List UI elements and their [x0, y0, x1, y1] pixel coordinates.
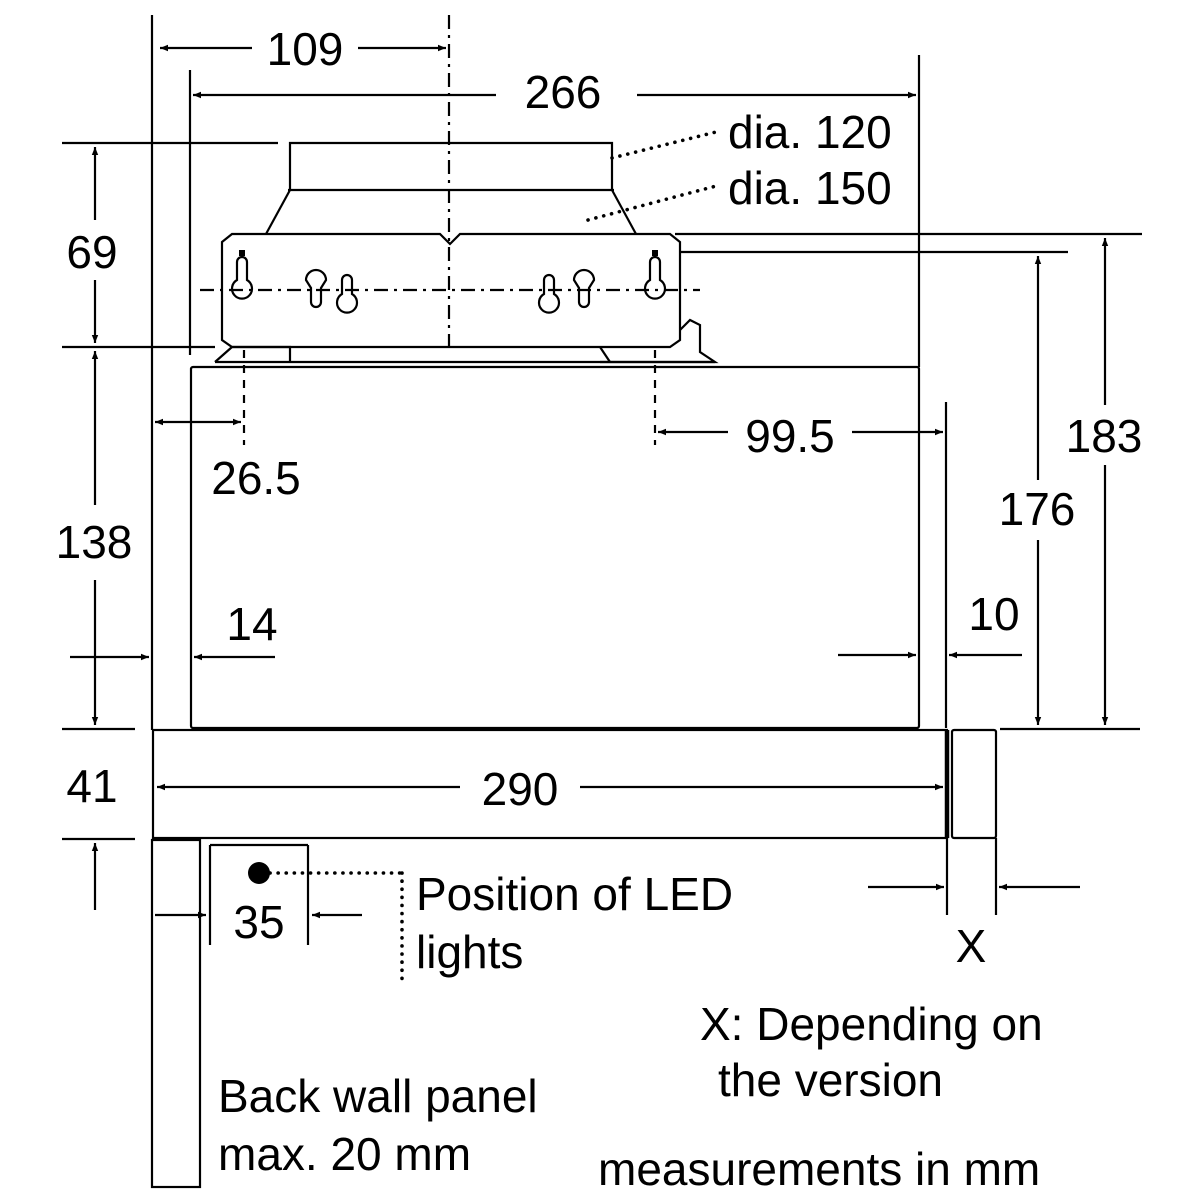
dim-41: 41 [66, 760, 117, 812]
label-x-note-line2: the version [718, 1054, 943, 1106]
dim-14: 14 [226, 598, 277, 650]
led-position-marker [248, 862, 270, 884]
extension-lines [62, 141, 1142, 945]
label-dia-120: dia. 120 [728, 106, 892, 158]
dim-x: X [956, 920, 987, 972]
dim-99-5: 99.5 [745, 410, 835, 462]
dim-26-5: 26.5 [211, 452, 301, 504]
label-led-line2: lights [416, 926, 523, 978]
dim-138: 138 [56, 516, 133, 568]
label-x-note-line1: X: Depending on [700, 998, 1043, 1050]
dim-69: 69 [66, 226, 117, 278]
leader-lines [268, 130, 718, 982]
dim-35: 35 [233, 896, 284, 948]
back-wall-panel [150, 15, 202, 1189]
center-lines [200, 15, 700, 445]
label-dia-150: dia. 150 [728, 162, 892, 214]
dim-266: 266 [525, 66, 602, 118]
dimension-arrows [70, 44, 1109, 919]
fan-unit [214, 141, 719, 364]
dim-10: 10 [968, 588, 1019, 640]
label-wall-line2: max. 20 mm [218, 1128, 471, 1180]
label-units-note: measurements in mm [598, 1143, 1040, 1195]
front-panel [151, 728, 998, 915]
dim-183: 183 [1066, 410, 1143, 462]
label-wall-line1: Back wall panel [218, 1070, 538, 1122]
label-led-line1: Position of LED [416, 868, 733, 920]
dim-176: 176 [999, 483, 1076, 535]
hood-body [189, 55, 948, 730]
dim-109: 109 [267, 23, 344, 75]
dim-290: 290 [482, 763, 559, 815]
